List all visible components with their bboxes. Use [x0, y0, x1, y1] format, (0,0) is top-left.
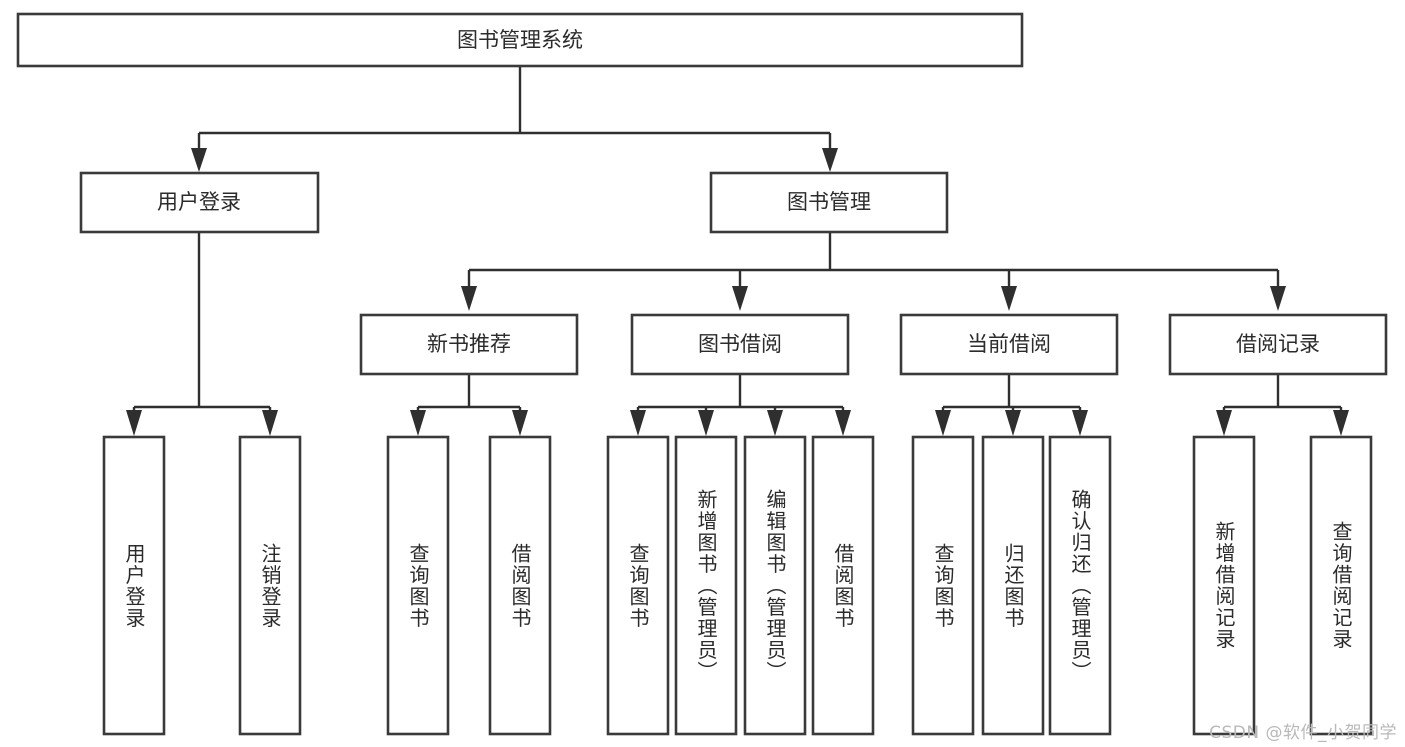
- node-new-book-recommend-box[interactable]: [359, 313, 579, 376]
- node-root[interactable]: 图书管理系统: [16, 12, 1024, 68]
- arrow-to-user-login: [191, 148, 207, 172]
- leaf-box-confirm-return[interactable]: [1048, 435, 1112, 736]
- node-new-book-recommend-label: 新书推荐: [427, 332, 511, 356]
- node-root-label: 图书管理系统: [457, 28, 583, 52]
- leaf-box-edit-book[interactable]: [743, 435, 807, 736]
- node-user-login-box[interactable]: [79, 171, 320, 234]
- edge-group-current-borrow-leaves: [935, 374, 1088, 436]
- arrow-leaf-borrow-book-b: [835, 410, 851, 436]
- node-user-login[interactable]: 用户登录: [79, 171, 320, 234]
- node-borrow-record[interactable]: 借阅记录: [1168, 313, 1388, 376]
- leaf-box-query-book-c[interactable]: [911, 435, 975, 736]
- node-book-manage[interactable]: 图书管理: [709, 171, 949, 234]
- edge-group-borrow-record-leaves: [1216, 374, 1349, 436]
- node-current-borrow[interactable]: 当前借阅: [899, 313, 1119, 376]
- leaf-group-current-borrow: [911, 435, 1112, 736]
- arrow-leaf-confirm-return: [1072, 410, 1088, 436]
- arrow-to-current-borrow: [1001, 286, 1017, 311]
- node-user-login-label: 用户登录: [157, 190, 241, 214]
- node-book-borrow[interactable]: 图书借阅: [630, 313, 850, 376]
- node-book-borrow-box[interactable]: [630, 313, 850, 376]
- arrow-to-new-book-recommend: [461, 286, 477, 311]
- arrow-leaf-query-book-a: [410, 410, 426, 436]
- edge-group-root-to-level2: [191, 66, 838, 172]
- leaf-box-logout-login[interactable]: [238, 435, 302, 736]
- node-book-manage-label: 图书管理: [787, 190, 871, 214]
- node-book-manage-box[interactable]: [709, 171, 949, 234]
- leaf-box-add-record[interactable]: [1192, 435, 1256, 736]
- leaf-box-borrow-book-b[interactable]: [811, 435, 875, 736]
- node-book-borrow-label: 图书借阅: [698, 332, 782, 356]
- leaf-box-return-book[interactable]: [981, 435, 1045, 736]
- node-root-box[interactable]: [16, 12, 1024, 68]
- node-borrow-record-box[interactable]: [1168, 313, 1388, 376]
- arrow-leaf-add-book: [698, 410, 714, 436]
- leaf-group-new-book-recommend: [386, 435, 552, 736]
- arrow-to-book-borrow: [732, 286, 748, 311]
- arrow-leaf-query-book-c: [935, 410, 951, 436]
- edge-group-user-login-leaves: [126, 232, 278, 436]
- arrow-leaf-query-record: [1333, 410, 1349, 436]
- node-current-borrow-label: 当前借阅: [967, 332, 1051, 356]
- leaf-box-borrow-book-a[interactable]: [488, 435, 552, 736]
- leaf-box-add-book[interactable]: [674, 435, 738, 736]
- leaf-box-query-record[interactable]: [1309, 435, 1373, 736]
- leaf-group-borrow-record: [1192, 435, 1373, 736]
- leaf-box-query-book-b[interactable]: [606, 435, 670, 736]
- leaf-box-query-book-a[interactable]: [386, 435, 450, 736]
- arrow-leaf-add-record: [1216, 410, 1232, 436]
- arrow-leaf-user-login: [126, 410, 142, 436]
- arrow-leaf-query-book-b: [630, 410, 646, 436]
- edge-group-new-book-leaves: [410, 374, 528, 436]
- node-new-book-recommend[interactable]: 新书推荐: [359, 313, 579, 376]
- leaf-box-user-login[interactable]: [102, 435, 166, 736]
- edge-group-book-manage-to-level3: [461, 232, 1286, 311]
- node-current-borrow-box[interactable]: [899, 313, 1119, 376]
- arrow-leaf-borrow-book-a: [512, 410, 528, 436]
- arrow-leaf-edit-book: [767, 410, 783, 436]
- leaf-group-book-borrow: [606, 435, 875, 736]
- arrow-to-book-manage: [822, 148, 838, 172]
- edge-group-book-borrow-leaves: [630, 374, 851, 436]
- leaf-group-user-login: [102, 435, 302, 736]
- arrow-to-borrow-record: [1270, 286, 1286, 311]
- arrow-leaf-logout-login: [262, 410, 278, 436]
- arrow-leaf-return-book: [1005, 410, 1021, 436]
- node-borrow-record-label: 借阅记录: [1236, 332, 1320, 356]
- watermark: CSDN @软件_小贺同学: [1209, 723, 1397, 743]
